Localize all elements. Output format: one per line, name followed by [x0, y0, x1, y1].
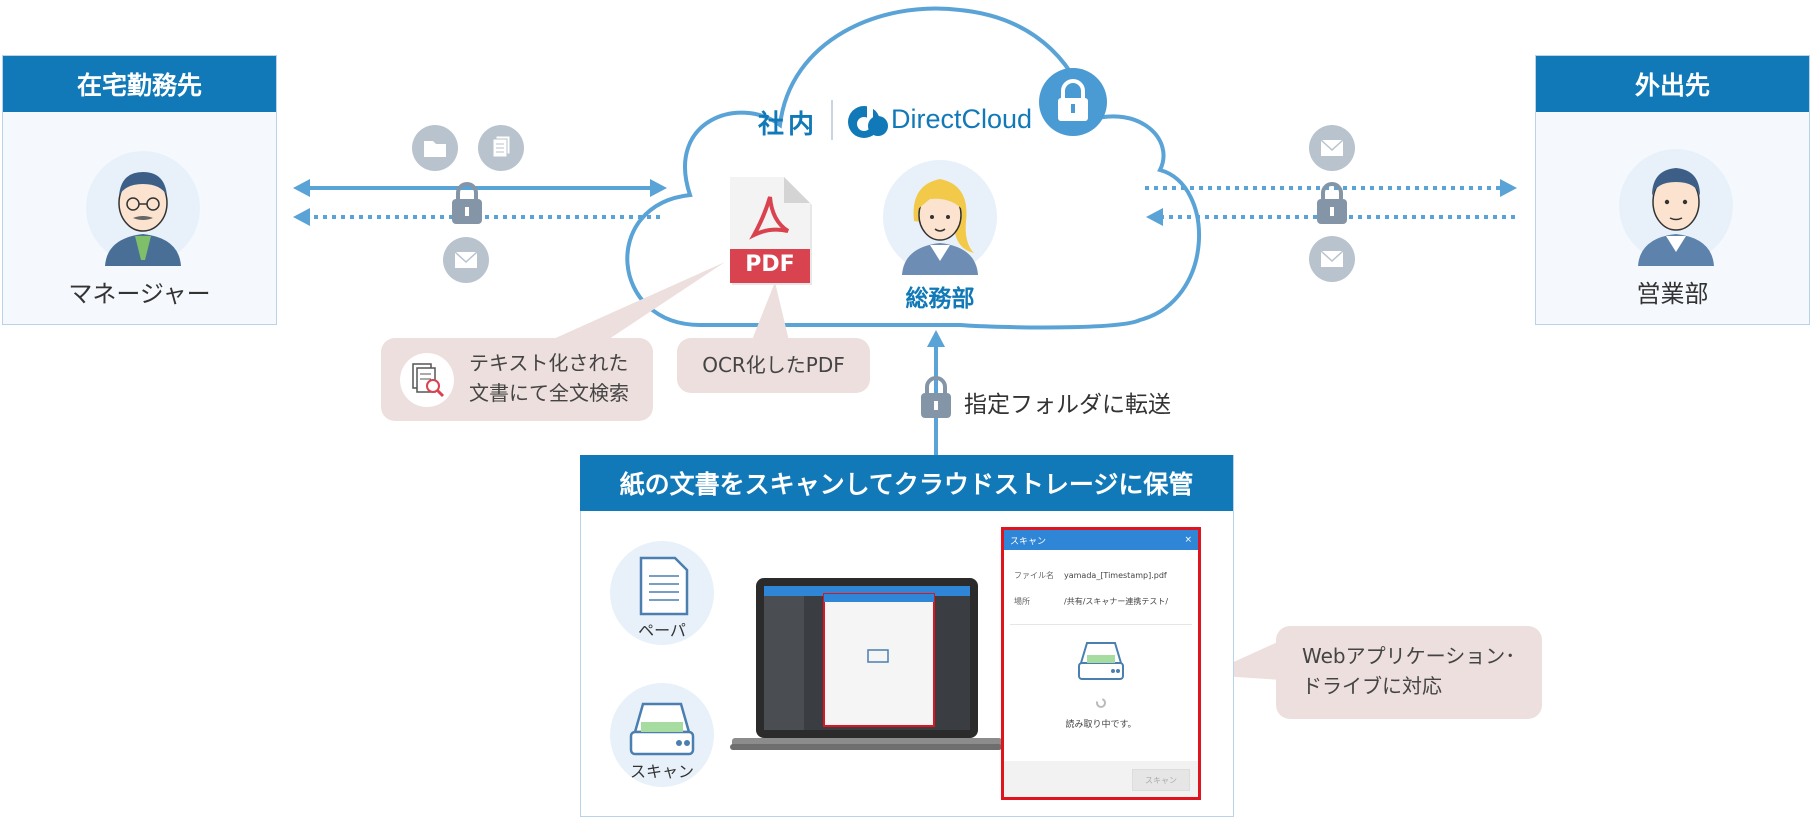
documents-icon [477, 124, 525, 172]
divider [831, 100, 833, 140]
panel-title: 外出先 [1536, 56, 1809, 112]
dialog-footer: スキャン [1004, 761, 1198, 797]
scan-dialog: スキャン × ファイル名 yamada_[Timestamp].pdf 場所 /… [1001, 527, 1201, 800]
home-office-panel: 在宅勤務先 マネージャー [2, 55, 277, 325]
scan-button[interactable]: スキャン [1132, 769, 1190, 791]
lock-icon [918, 374, 954, 420]
scan-label: スキャン [609, 758, 715, 782]
manager-label: マネージャー [3, 274, 276, 309]
mail-icon [442, 236, 490, 284]
panel-title: 在宅勤務先 [3, 56, 276, 112]
mail-icon [1308, 124, 1356, 172]
location-value: /共有/スキャナー連携テスト/ [1064, 596, 1168, 607]
folder-icon [411, 124, 459, 172]
file-name-row: ファイル名 yamada_[Timestamp].pdf [1004, 562, 1198, 588]
manager-avatar [83, 148, 203, 266]
search-callout-line1: テキスト化された [469, 348, 628, 378]
brand-name: DirectCloud [891, 104, 1032, 135]
dialog-status: 読み取り中です。 [1004, 717, 1198, 730]
dialog-title: スキャン [1010, 534, 1046, 547]
ocr-callout-text: OCR化したPDF [677, 350, 870, 380]
web-app-callout: Webアプリケーション･ ドライブに対応 [1276, 626, 1542, 719]
outside-office-panel: 外出先 営業部 [1535, 55, 1810, 325]
close-icon[interactable]: × [1184, 535, 1192, 545]
directcloud-logo-icon [842, 100, 890, 140]
location-key: 場所 [1014, 596, 1064, 607]
laptop-illustration [730, 576, 1002, 756]
ocr-pdf-callout: OCR化したPDF [677, 338, 870, 393]
web-callout-line2: ドライブに対応 [1302, 671, 1442, 701]
divider [1010, 624, 1192, 625]
file-name-value: yamada_[Timestamp].pdf [1064, 571, 1167, 580]
loading-spinner-icon [1095, 697, 1107, 709]
lock-icon [1038, 67, 1108, 137]
location-row: 場所 /共有/スキャナー連携テスト/ [1004, 588, 1198, 614]
sales-label: 営業部 [1536, 274, 1809, 309]
company-label: 社内 [758, 104, 818, 141]
search-document-icon [399, 352, 455, 408]
general-affairs-avatar [880, 157, 1000, 275]
sales-avatar [1616, 144, 1736, 266]
full-text-search-callout: テキスト化された 文書にて全文検索 [381, 338, 653, 421]
pdf-badge: PDF [730, 252, 810, 277]
transfer-label: 指定フォルダに転送 [964, 385, 1171, 419]
search-callout-line2: 文書にて全文検索 [469, 378, 629, 408]
scan-panel-title: 紙の文書をスキャンしてクラウドストレージに保管 [580, 455, 1233, 511]
lock-icon [449, 180, 485, 226]
dialog-titlebar: スキャン × [1004, 530, 1198, 550]
department-label: 総務部 [880, 279, 1000, 313]
lock-icon [1314, 180, 1350, 226]
web-callout-line1: Webアプリケーション･ [1302, 641, 1515, 671]
paper-label: ペーパ [609, 617, 715, 641]
mail-icon [1308, 235, 1356, 283]
file-name-key: ファイル名 [1014, 570, 1064, 581]
scanner-icon [1075, 639, 1127, 687]
